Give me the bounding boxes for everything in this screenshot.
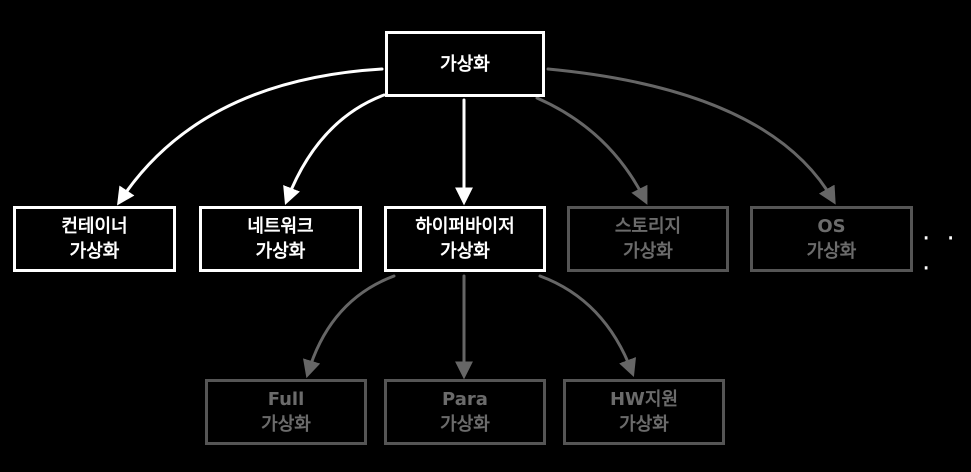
- node-os-line-1: OS: [817, 216, 846, 237]
- more-indicator: · · ·: [922, 224, 959, 284]
- edge-root-os: [546, 67, 836, 205]
- edge-root-network: [283, 93, 386, 206]
- node-container-line-1: 컨테이너: [61, 216, 128, 237]
- edge-hypervisor-hw: [538, 274, 636, 378]
- node-hw-line-2: 가상화: [619, 414, 669, 435]
- node-root-line-1: 가상화: [440, 53, 490, 75]
- node-os: OS 가상화: [750, 206, 913, 272]
- edge-hypervisor-full: [303, 274, 396, 379]
- node-hypervisor-line-2: 가상화: [440, 241, 490, 262]
- node-container-line-2: 가상화: [69, 241, 120, 262]
- node-full-line-1: Full: [267, 389, 305, 410]
- node-hw: HW지원 가상화: [563, 379, 725, 445]
- node-hypervisor-line-1: 하이퍼바이저: [415, 216, 515, 237]
- node-full: Full 가상화: [205, 379, 367, 445]
- edge-root-storage: [535, 96, 648, 205]
- node-hw-line-1: HW지원: [609, 389, 679, 410]
- node-network-line-1: 네트워크: [247, 216, 314, 237]
- node-os-line-2: 가상화: [806, 241, 857, 262]
- node-hypervisor: 하이퍼바이저 가상화: [384, 206, 546, 272]
- node-para-line-1: Para: [442, 389, 488, 410]
- node-para: Para 가상화: [384, 379, 546, 445]
- node-storage: 스토리지 가상화: [567, 206, 729, 272]
- node-root: 가상화: [385, 31, 545, 97]
- node-container: 컨테이너 가상화: [13, 206, 176, 272]
- node-storage-line-1: 스토리지: [614, 216, 682, 237]
- node-full-line-2: 가상화: [261, 414, 311, 435]
- node-storage-line-2: 가상화: [623, 241, 673, 262]
- node-network-line-2: 가상화: [255, 241, 306, 262]
- edge-root-container: [117, 67, 384, 206]
- node-para-line-2: 가상화: [440, 414, 490, 435]
- node-network: 네트워크 가상화: [199, 206, 362, 272]
